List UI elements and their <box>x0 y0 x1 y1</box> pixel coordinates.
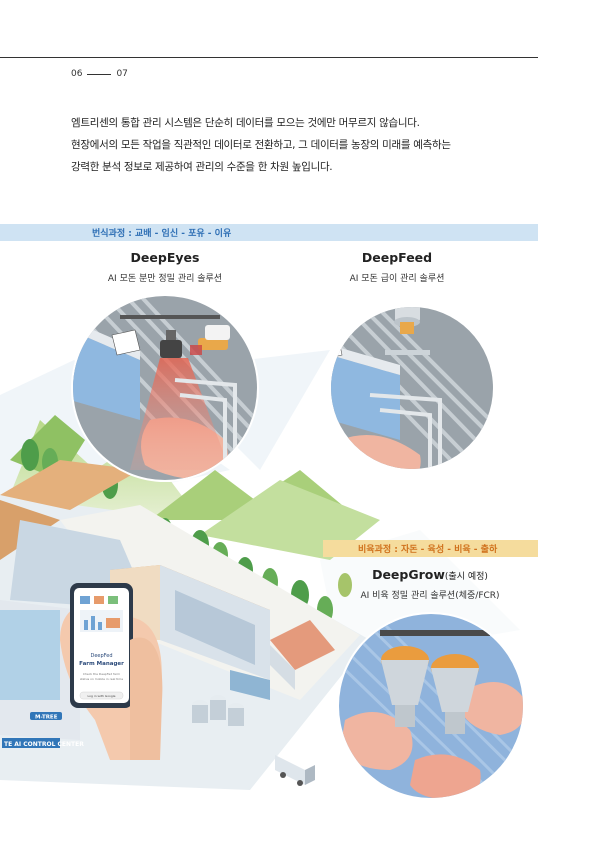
deepfeed-closeup <box>329 305 495 471</box>
deepeyes-description: AI 모돈 분만 정밀 관리 솔루션 <box>107 274 223 284</box>
page-number-dash <box>87 73 112 75</box>
truck <box>275 755 315 786</box>
breeding-process-label: 번식과정 : 교배 - 임신 - 포유 - 이유 <box>92 229 232 239</box>
deepgrow-name: DeepGrow <box>372 567 445 582</box>
page-number-right: 07 <box>116 69 128 79</box>
building-sign: M-TREE <box>35 715 58 721</box>
deepgrow-title: DeepGrow(출시 예정) <box>340 567 520 582</box>
breeding-process-band: 번식과정 : 교배 - 임신 - 포유 - 이유 <box>0 224 538 241</box>
phone-login-button[interactable] <box>79 691 124 700</box>
phone-login-label: Log in with Google <box>88 694 116 698</box>
control-center: TE AI CONTROL CENTER M-TREE <box>0 600 84 748</box>
intro-line-2: 현장에서의 모든 작업을 직관적인 데이터로 전환하고, 그 데이터를 농장의 … <box>71 139 451 151</box>
deepfeed-description: AI 모돈 급이 관리 솔루션 <box>349 274 445 284</box>
phone-app-line2: Farm Manager <box>79 661 124 667</box>
feeder-icon <box>400 322 414 334</box>
deepeyes-title: DeepEyes <box>130 250 200 265</box>
page-number-left: 06 <box>71 69 83 79</box>
hand-with-phone: DeepFed Farm Manager Check the DeepFed f… <box>60 583 163 760</box>
growing-process-label: 비육과정 : 자돈 - 육성 - 비육 - 출하 <box>358 545 498 555</box>
control-center-label: TE AI CONTROL CENTER <box>4 741 84 748</box>
phone-caption-line2: status on mobile in real time <box>80 677 123 681</box>
top-rule <box>0 57 538 58</box>
phone-caption-line1: Check the DeepFed farm <box>83 672 120 676</box>
feeding-card-icon <box>111 329 141 356</box>
deepfeed-title: DeepFeed <box>361 250 433 265</box>
intro-line-3: 강력한 분석 정보로 제공하여 관리의 수준을 한 차원 높입니다. <box>71 161 333 173</box>
deepgrow-closeup <box>337 612 525 800</box>
phone-app-line1: DeepFed <box>90 653 112 659</box>
silos <box>192 695 244 726</box>
barn-buildings <box>0 460 335 700</box>
deepeyes-closeup <box>71 294 259 482</box>
intro-paragraph: 엠트리센의 통합 관리 시스템은 단순히 데이터를 모으는 것에만 머무르지 않… <box>71 112 451 178</box>
camera-icon <box>160 340 182 358</box>
page-numbers: 06 07 <box>71 69 128 79</box>
intro-line-1: 엠트리센의 통합 관리 시스템은 단순히 데이터를 모으는 것에만 머무르지 않… <box>71 117 420 129</box>
growing-process-band: 비육과정 : 자돈 - 육성 - 비육 - 출하 <box>323 540 538 557</box>
phone-screen <box>74 588 129 703</box>
deepgrow-description: AI 비육 정밀 관리 솔루션(체중/FCR) <box>360 591 500 601</box>
deepgrow-release-note: (출시 예정) <box>444 572 488 582</box>
